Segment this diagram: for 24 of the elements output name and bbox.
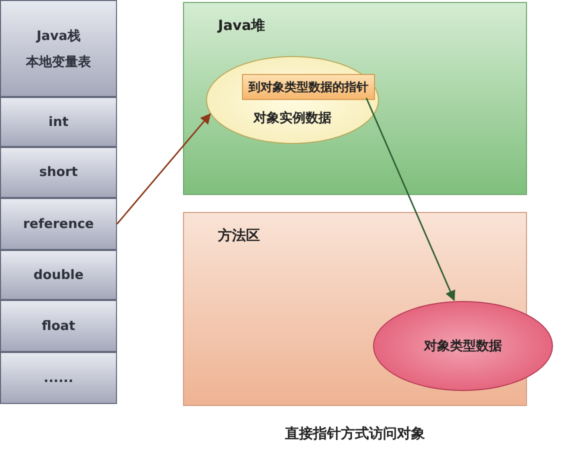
cell-label: int [48, 114, 68, 130]
stack-cell [0, 352, 117, 404]
stack-cell [0, 97, 117, 147]
cell-label: 本地变量表 [26, 54, 91, 70]
stack-cell [0, 198, 117, 250]
stack-cell [0, 300, 117, 352]
region-title: 方法区 [218, 227, 260, 245]
ellipse-label: 对象实例数据 [252, 110, 332, 127]
region-title: Java堆 [218, 17, 266, 35]
cell-label: reference [23, 216, 94, 232]
ellipse-label: 对象类型数据 [424, 338, 502, 355]
cell-label: float [42, 318, 76, 334]
cell-label: short [39, 165, 78, 180]
cell-label: double [33, 268, 84, 282]
memory-region [183, 2, 527, 195]
stack-cell [0, 147, 117, 198]
arrow [366, 98, 456, 302]
caption: 直接指针方式访问对象 [284, 425, 426, 443]
pointer-box: 到对象类型数据的指针 [242, 74, 375, 100]
stack-cell [0, 250, 117, 300]
cell-label: Java栈 [36, 28, 80, 44]
stack-cell [0, 0, 117, 97]
arrow [116, 113, 211, 224]
cell-label: ...... [44, 370, 74, 386]
